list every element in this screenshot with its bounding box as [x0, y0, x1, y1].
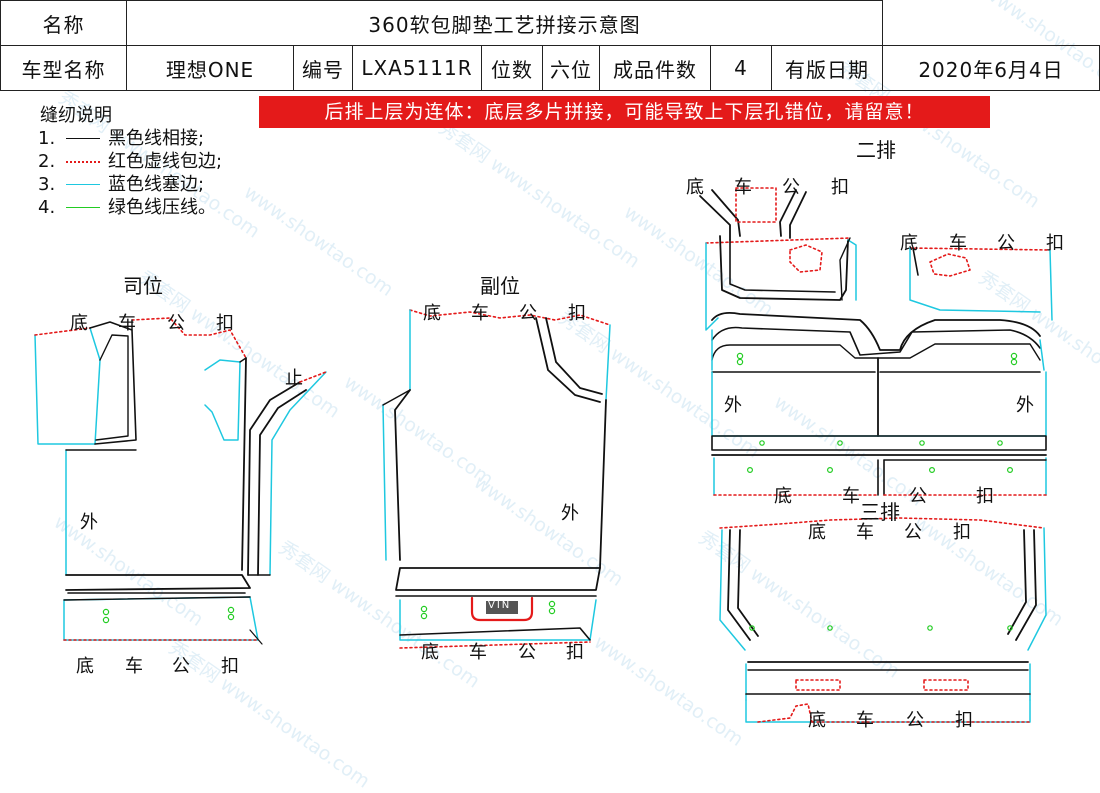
vin-label: VIN — [488, 600, 512, 611]
date-label: 有版日期 — [771, 45, 883, 91]
cyan-line-swatch — [66, 184, 100, 185]
label-che: 车 — [856, 522, 874, 543]
label-gong: 公 — [906, 710, 924, 731]
model-label: 车型名称 — [0, 45, 127, 91]
section-passenger: 副位 — [480, 274, 520, 298]
label-che: 车 — [118, 313, 136, 334]
label-di: 底 — [421, 642, 439, 663]
label-zhi: 止 — [285, 368, 303, 389]
label-di: 底 — [686, 177, 704, 198]
legend-item: 4. 绿色线压线。 — [38, 197, 216, 218]
label-gong: 公 — [904, 522, 922, 543]
label-di: 底 — [76, 656, 94, 677]
green-line-swatch — [66, 207, 100, 208]
section-row3: 三排 — [860, 500, 900, 524]
vin-plate — [486, 601, 518, 614]
label-kou: 扣 — [955, 710, 973, 731]
row3-mat — [719, 517, 1047, 723]
label-wai: 外 — [80, 512, 98, 533]
row2-mat — [699, 187, 1053, 496]
code-value: LXA5111R — [352, 45, 482, 91]
legend-item: 3. 蓝色线塞边; — [38, 174, 205, 195]
label-gong: 公 — [518, 642, 536, 663]
label-kou: 扣 — [1046, 233, 1064, 254]
passenger-mat — [382, 309, 611, 649]
black-line-swatch — [66, 138, 100, 139]
label-che: 车 — [734, 177, 752, 198]
seats-label: 位数 — [481, 45, 543, 91]
name-label: 名称 — [0, 0, 127, 46]
legend-title: 缝纫说明 — [40, 105, 112, 126]
label-che: 车 — [469, 642, 487, 663]
label-gong: 公 — [997, 233, 1015, 254]
label-di: 底 — [808, 710, 826, 731]
label-che: 车 — [856, 710, 874, 731]
page-title: 360软包脚垫工艺拼接示意图 — [126, 0, 883, 46]
code-label: 编号 — [293, 45, 353, 91]
pieces-label: 成品件数 — [599, 45, 711, 91]
label-di: 底 — [900, 233, 918, 254]
label-che: 车 — [842, 486, 860, 507]
label-di: 底 — [774, 486, 792, 507]
pieces-value: 4 — [710, 45, 772, 91]
label-kou: 扣 — [566, 642, 584, 663]
label-che: 车 — [125, 656, 143, 677]
label-gong: 公 — [172, 656, 190, 677]
label-di: 底 — [70, 313, 88, 334]
label-kou: 扣 — [953, 522, 971, 543]
legend-item: 1. 黑色线相接; — [38, 128, 205, 149]
header-table: 名称 360软包脚垫工艺拼接示意图 车型名称 理想ONE 编号 LXA5111R… — [0, 0, 1100, 91]
row3-green-marks — [749, 625, 1013, 631]
driver-mat — [34, 317, 327, 645]
section-driver: 司位 — [123, 274, 163, 298]
label-gong: 公 — [167, 313, 185, 334]
warning-banner: 后排上层为连体：底层多片拼接，可能导致上下层孔错位，请留意！ — [259, 96, 990, 128]
label-di: 底 — [423, 303, 441, 324]
label-kou: 扣 — [831, 177, 849, 198]
label-wai: 外 — [724, 395, 742, 416]
label-gong: 公 — [909, 486, 927, 507]
label-gong: 公 — [782, 177, 800, 198]
label-di: 底 — [808, 522, 826, 543]
driver-green-marks — [102, 606, 235, 624]
model-value: 理想ONE — [126, 45, 294, 91]
passenger-green-marks — [420, 600, 556, 620]
label-kou: 扣 — [216, 313, 234, 334]
label-che: 车 — [471, 303, 489, 324]
label-kou: 扣 — [568, 303, 586, 324]
red-dotted-swatch — [66, 160, 100, 163]
section-row2: 二排 — [856, 138, 896, 162]
label-kou: 扣 — [221, 656, 239, 677]
legend-item: 2. 红色虚线包边; — [38, 151, 223, 172]
label-gong: 公 — [519, 303, 537, 324]
pattern-drawing — [34, 187, 1053, 723]
seats-value: 六位 — [542, 45, 600, 91]
label-kou: 扣 — [976, 486, 994, 507]
date-value: 2020年6月4日 — [882, 45, 1100, 91]
label-wai: 外 — [1016, 395, 1034, 416]
label-wai: 外 — [561, 503, 579, 524]
sewing-legend: 缝纫说明 1. 黑色线相接; 2. 红色虚线包边; 3. 蓝色线塞边; 4. 绿… — [38, 104, 222, 219]
row2-green-marks — [736, 352, 1018, 474]
label-che: 车 — [949, 233, 967, 254]
